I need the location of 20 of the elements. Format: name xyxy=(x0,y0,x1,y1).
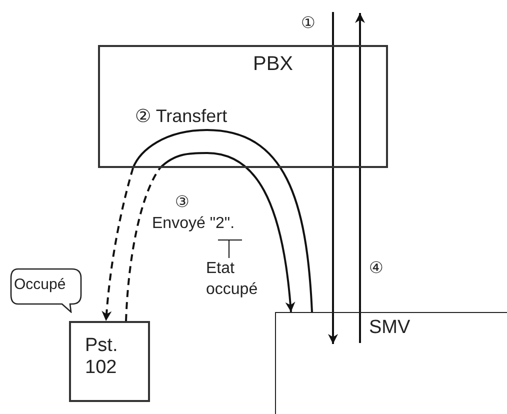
arrow xyxy=(102,168,134,322)
message-text: Envoyé "2". xyxy=(152,215,235,233)
pbx-box xyxy=(98,45,388,168)
line xyxy=(132,129,313,312)
node-label: PBX xyxy=(252,53,294,76)
node-label: Pst. 102 xyxy=(85,335,119,379)
speech-bubble xyxy=(10,268,82,313)
station-box xyxy=(69,321,150,402)
smv-box xyxy=(275,312,507,414)
step-number: ④ xyxy=(369,259,384,278)
step-number: ① xyxy=(301,14,316,33)
step-label: ② Transfert xyxy=(135,106,228,127)
leader-line xyxy=(218,240,242,258)
node-label: Occupé xyxy=(14,276,66,293)
line xyxy=(125,167,161,322)
node-label: SMV xyxy=(369,317,410,339)
arrow xyxy=(159,152,296,312)
arrow xyxy=(328,12,338,344)
arrow xyxy=(355,13,365,343)
step-number: ③ xyxy=(175,193,190,212)
